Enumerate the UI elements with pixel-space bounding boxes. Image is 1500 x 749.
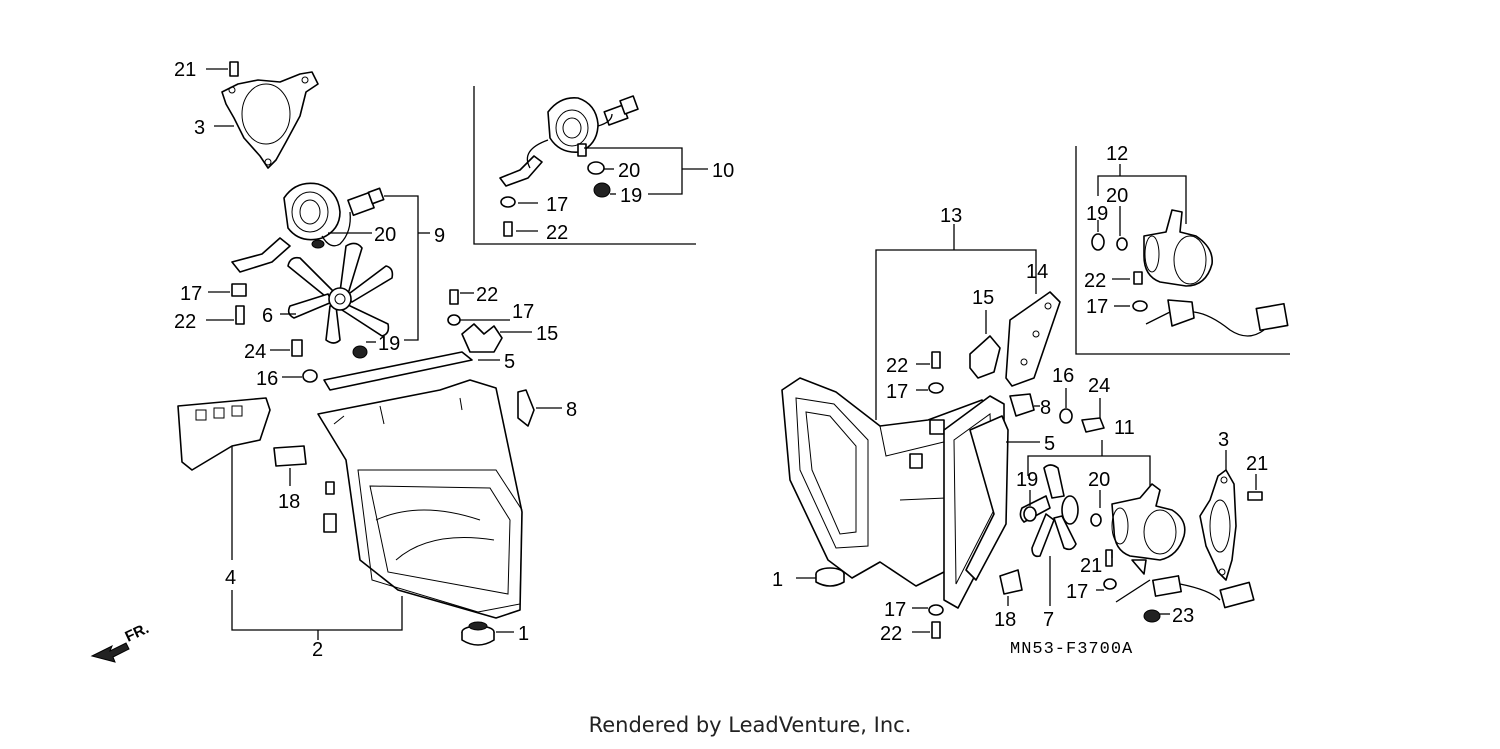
callout-label: 17 bbox=[180, 283, 202, 305]
callout-label: 22 bbox=[174, 311, 196, 333]
callout-label: 5 bbox=[504, 351, 515, 373]
callout-label: 24 bbox=[244, 341, 266, 363]
callout-label: 12 bbox=[1106, 143, 1128, 165]
callout-label: 18 bbox=[994, 609, 1016, 631]
callout-label: 21 bbox=[1246, 453, 1268, 475]
fan-blade-part bbox=[287, 242, 394, 344]
left-assembly: 21 3 20 9 17 22 6 19 24 16 22 17 15 5 8 … bbox=[174, 59, 577, 661]
callout-label: 17 bbox=[546, 194, 568, 216]
callout-label: 16 bbox=[256, 368, 278, 390]
callout-label: 22 bbox=[880, 623, 902, 645]
callout-label: 19 bbox=[1086, 203, 1108, 225]
callout-label: 7 bbox=[1043, 609, 1054, 631]
callout-label: 18 bbox=[278, 491, 300, 513]
callout-label: 20 bbox=[618, 160, 640, 182]
callout-label: 3 bbox=[194, 117, 205, 139]
callout-label: 4 bbox=[225, 567, 236, 589]
alt-right-fan-motor-part bbox=[1143, 209, 1213, 287]
right-inset: 12 19 20 22 17 bbox=[1075, 143, 1290, 355]
callout-label: 20 bbox=[1088, 469, 1110, 491]
center-fan-motor-part bbox=[1111, 483, 1186, 561]
callout-label: 20 bbox=[374, 224, 396, 246]
callout-label: 10 bbox=[712, 160, 734, 182]
direction-label: FR. bbox=[123, 620, 152, 646]
callout-label: 9 bbox=[434, 225, 445, 247]
support-plate-part bbox=[1005, 291, 1061, 387]
callout-label: 19 bbox=[1016, 469, 1038, 491]
duct-plate-part bbox=[177, 397, 271, 471]
callout-label: 23 bbox=[1172, 605, 1194, 627]
callout-label: 1 bbox=[518, 623, 529, 645]
callout-label: 17 bbox=[512, 301, 534, 323]
callout-label: 22 bbox=[476, 284, 498, 306]
callout-label: 1 bbox=[772, 569, 783, 591]
callout-label: 2 bbox=[312, 639, 323, 661]
callout-label: 21 bbox=[1080, 555, 1102, 577]
callout-label: 8 bbox=[1040, 397, 1051, 419]
callout-label: 15 bbox=[972, 287, 994, 309]
callout-label: 20 bbox=[1106, 185, 1128, 207]
right-motor-bracket-part bbox=[1199, 469, 1237, 581]
footer-credit: Rendered by LeadVenture, Inc. bbox=[588, 713, 912, 737]
callout-label: 22 bbox=[886, 355, 908, 377]
callout-label: 14 bbox=[1026, 261, 1048, 283]
callout-label: 21 bbox=[174, 59, 196, 81]
motor-bracket-part bbox=[221, 71, 319, 169]
callout-label: 17 bbox=[1066, 581, 1088, 603]
callout-label: 3 bbox=[1218, 429, 1229, 451]
callout-label: 22 bbox=[546, 222, 568, 244]
callout-label: 19 bbox=[378, 333, 400, 355]
clip-part bbox=[461, 323, 503, 353]
callout-label: 5 bbox=[1044, 433, 1055, 455]
callout-label: 6 bbox=[262, 305, 273, 327]
diagram-code: MN53-F3700A bbox=[1010, 640, 1133, 659]
duct-seal-part bbox=[323, 351, 473, 391]
alt-fan-motor-part bbox=[547, 96, 599, 154]
right-bracket-group: 3 21 bbox=[1199, 429, 1268, 581]
callout-label: 11 bbox=[1114, 417, 1135, 439]
callout-label: 8 bbox=[566, 399, 577, 421]
callout-label: 15 bbox=[536, 323, 558, 345]
callout-label: 24 bbox=[1088, 375, 1110, 397]
center-assembly: 13 14 15 22 17 16 24 8 5 11 19 20 21 17 … bbox=[772, 205, 1255, 659]
fan-shroud-part bbox=[317, 379, 523, 619]
callout-label: 22 bbox=[1084, 270, 1106, 292]
callout-label: 17 bbox=[884, 599, 906, 621]
front-direction-arrow-icon: FR. bbox=[90, 620, 152, 663]
callout-label: 19 bbox=[620, 185, 642, 207]
left-inset: 20 10 19 17 22 bbox=[473, 86, 734, 245]
callout-label: 17 bbox=[886, 381, 908, 403]
callout-label: 17 bbox=[1086, 296, 1108, 318]
callout-label: 13 bbox=[940, 205, 962, 227]
callout-label: 16 bbox=[1052, 365, 1074, 387]
